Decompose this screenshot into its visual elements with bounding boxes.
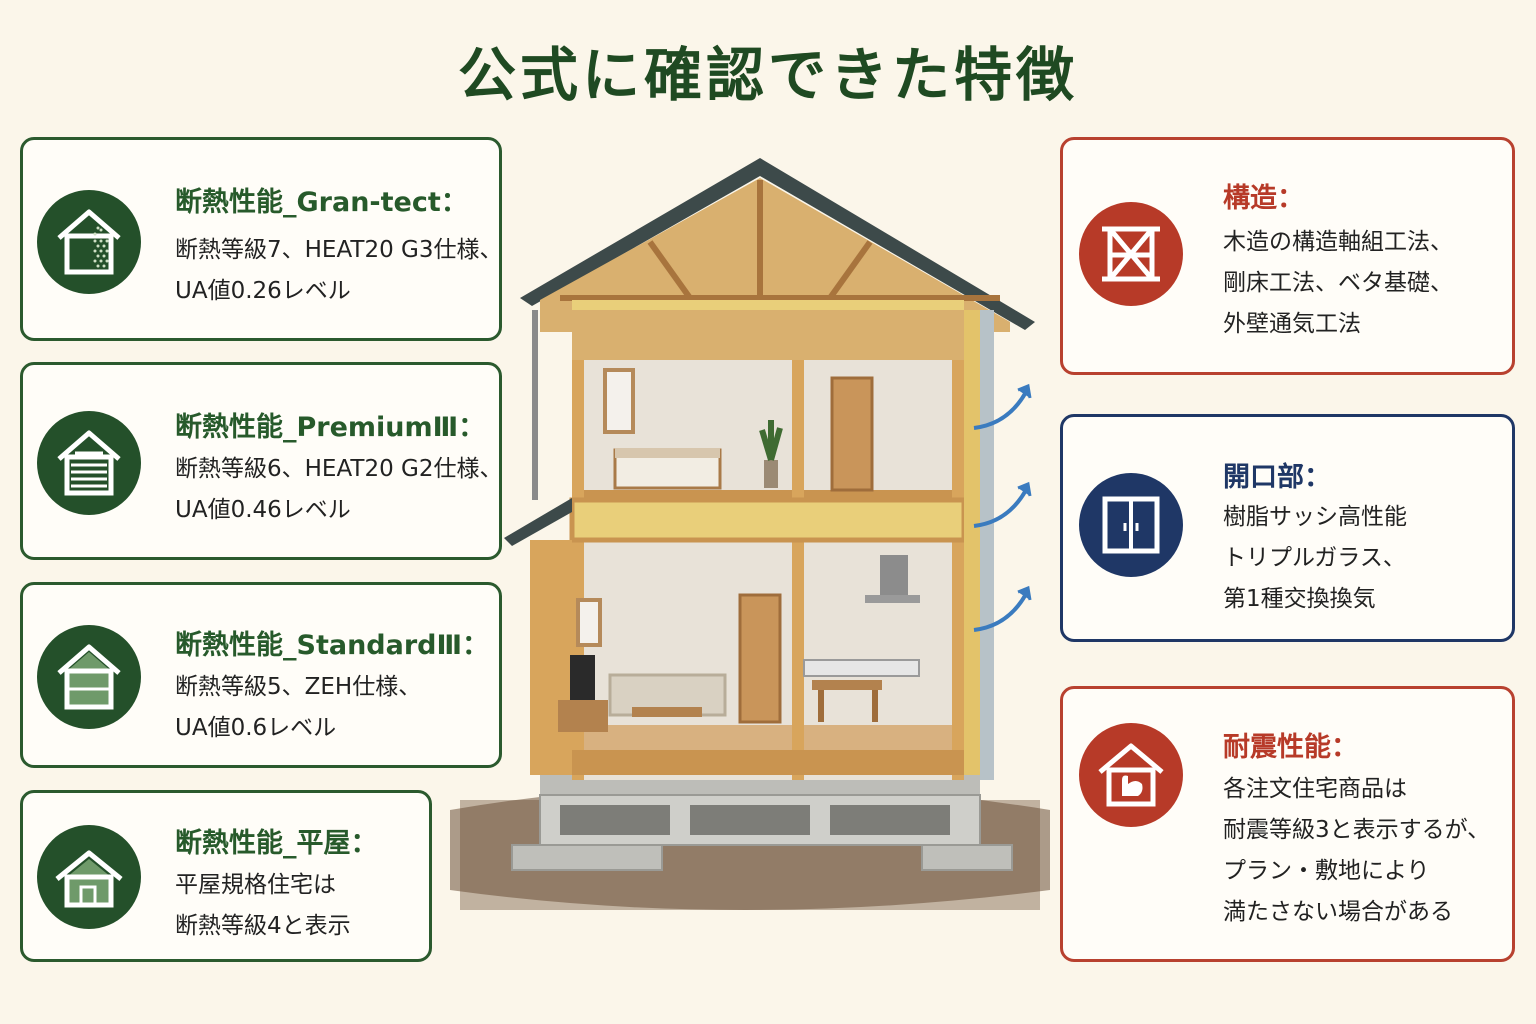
card-line: トリプルガラス、 — [1223, 545, 1406, 571]
card-line: 満たさない場合がある — [1223, 899, 1453, 925]
card-line: UA値0.26レベル — [175, 278, 351, 304]
card-line: 断熱等級7、HEAT20 G3仕様、 — [175, 237, 503, 263]
badge-hiraya — [37, 825, 141, 929]
card-line: 断熱等級4と表示 — [175, 913, 351, 939]
card-line: 外壁通気工法 — [1223, 311, 1361, 337]
card-title-openings: 開口部： — [1223, 462, 1331, 493]
timber-frame-icon — [1102, 226, 1160, 282]
card-text-standard: 断熱等級5、ZEH仕様、 UA値0.6レベル — [175, 667, 421, 749]
card-line: 剛床工法、ベタ基礎、 — [1223, 270, 1453, 296]
card-line: 木造の構造軸組工法、 — [1223, 229, 1453, 255]
card-line: 各注文住宅商品は — [1223, 776, 1407, 802]
card-line: UA値0.6レベル — [175, 715, 337, 741]
house-striped-insulation-icon — [57, 430, 121, 496]
card-text-seismic: 各注文住宅商品は 耐震等級3と表示するが、 プラン・敷地により 満たさない場合が… — [1223, 769, 1490, 933]
card-standard: 断熱性能_StandardⅢ： 断熱等級5、ZEH仕様、 UA値0.6レベル — [20, 582, 502, 768]
card-openings: 開口部： 樹脂サッシ高性能 トリプルガラス、 第1種交換換気 — [1060, 414, 1515, 642]
card-title-seismic: 耐震性能： — [1223, 732, 1358, 763]
window-icon — [1102, 496, 1160, 554]
card-title-structure: 構造： — [1223, 183, 1304, 214]
card-text-hiraya: 平屋規格住宅は 断熱等級4と表示 — [175, 865, 351, 947]
card-gran-tect: 断熱性能_Gran-tect： 断熱等級7、HEAT20 G3仕様、 UA値0.… — [20, 137, 503, 341]
card-line: 断熱等級6、HEAT20 G2仕様、 — [175, 456, 503, 482]
card-title-gran-tect: 断熱性能_Gran-tect： — [175, 187, 468, 218]
card-premium: 断熱性能_PremiumⅢ： 断熱等級6、HEAT20 G2仕様、 UA値0.4… — [20, 362, 503, 560]
card-line: 樹脂サッシ高性能 — [1223, 504, 1407, 530]
card-structure: 構造： 木造の構造軸組工法、 剛床工法、ベタ基礎、 外壁通気工法 — [1060, 137, 1515, 375]
badge-gran-tect — [37, 190, 141, 294]
card-line: 第1種交換換気 — [1223, 586, 1376, 612]
strong-house-icon — [1098, 743, 1164, 807]
badge-structure — [1079, 202, 1183, 306]
badge-premium — [37, 411, 141, 515]
card-line: 平屋規格住宅は — [175, 872, 336, 898]
badge-standard — [37, 625, 141, 729]
card-text-premium: 断熱等級6、HEAT20 G2仕様、 UA値0.46レベル — [175, 449, 503, 531]
house-filled-insulation-icon — [57, 644, 121, 710]
card-text-structure: 木造の構造軸組工法、 剛床工法、ベタ基礎、 外壁通気工法 — [1223, 222, 1453, 345]
airflow-arrow-icon — [973, 383, 1032, 430]
house-cutaway-illustration — [450, 158, 1050, 910]
card-line: 耐震等級3と表示するが、 — [1223, 817, 1491, 843]
card-title-hiraya: 断熱性能_平屋： — [175, 828, 378, 859]
page-title: 公式に確認できた特徴 — [457, 41, 1078, 109]
card-hiraya: 断熱性能_平屋： 平屋規格住宅は 断熱等級4と表示 — [20, 790, 432, 962]
badge-seismic — [1079, 723, 1183, 827]
airflow-arrow-icon — [973, 481, 1032, 528]
house-dense-insulation-icon — [57, 209, 121, 275]
badge-openings — [1079, 473, 1183, 577]
single-story-house-icon — [55, 850, 123, 908]
card-text-gran-tect: 断熱等級7、HEAT20 G3仕様、 UA値0.26レベル — [175, 230, 503, 312]
card-line: UA値0.46レベル — [175, 497, 351, 523]
airflow-arrow-icon — [973, 585, 1032, 632]
card-title-premium: 断熱性能_PremiumⅢ： — [175, 412, 486, 443]
card-line: 断熱等級5、ZEH仕様、 — [175, 674, 422, 700]
card-title-standard: 断熱性能_StandardⅢ： — [175, 630, 490, 661]
card-line: プラン・敷地により — [1223, 858, 1430, 884]
card-text-openings: 樹脂サッシ高性能 トリプルガラス、 第1種交換換気 — [1223, 497, 1407, 620]
card-seismic: 耐震性能： 各注文住宅商品は 耐震等級3と表示するが、 プラン・敷地により 満た… — [1060, 686, 1515, 962]
